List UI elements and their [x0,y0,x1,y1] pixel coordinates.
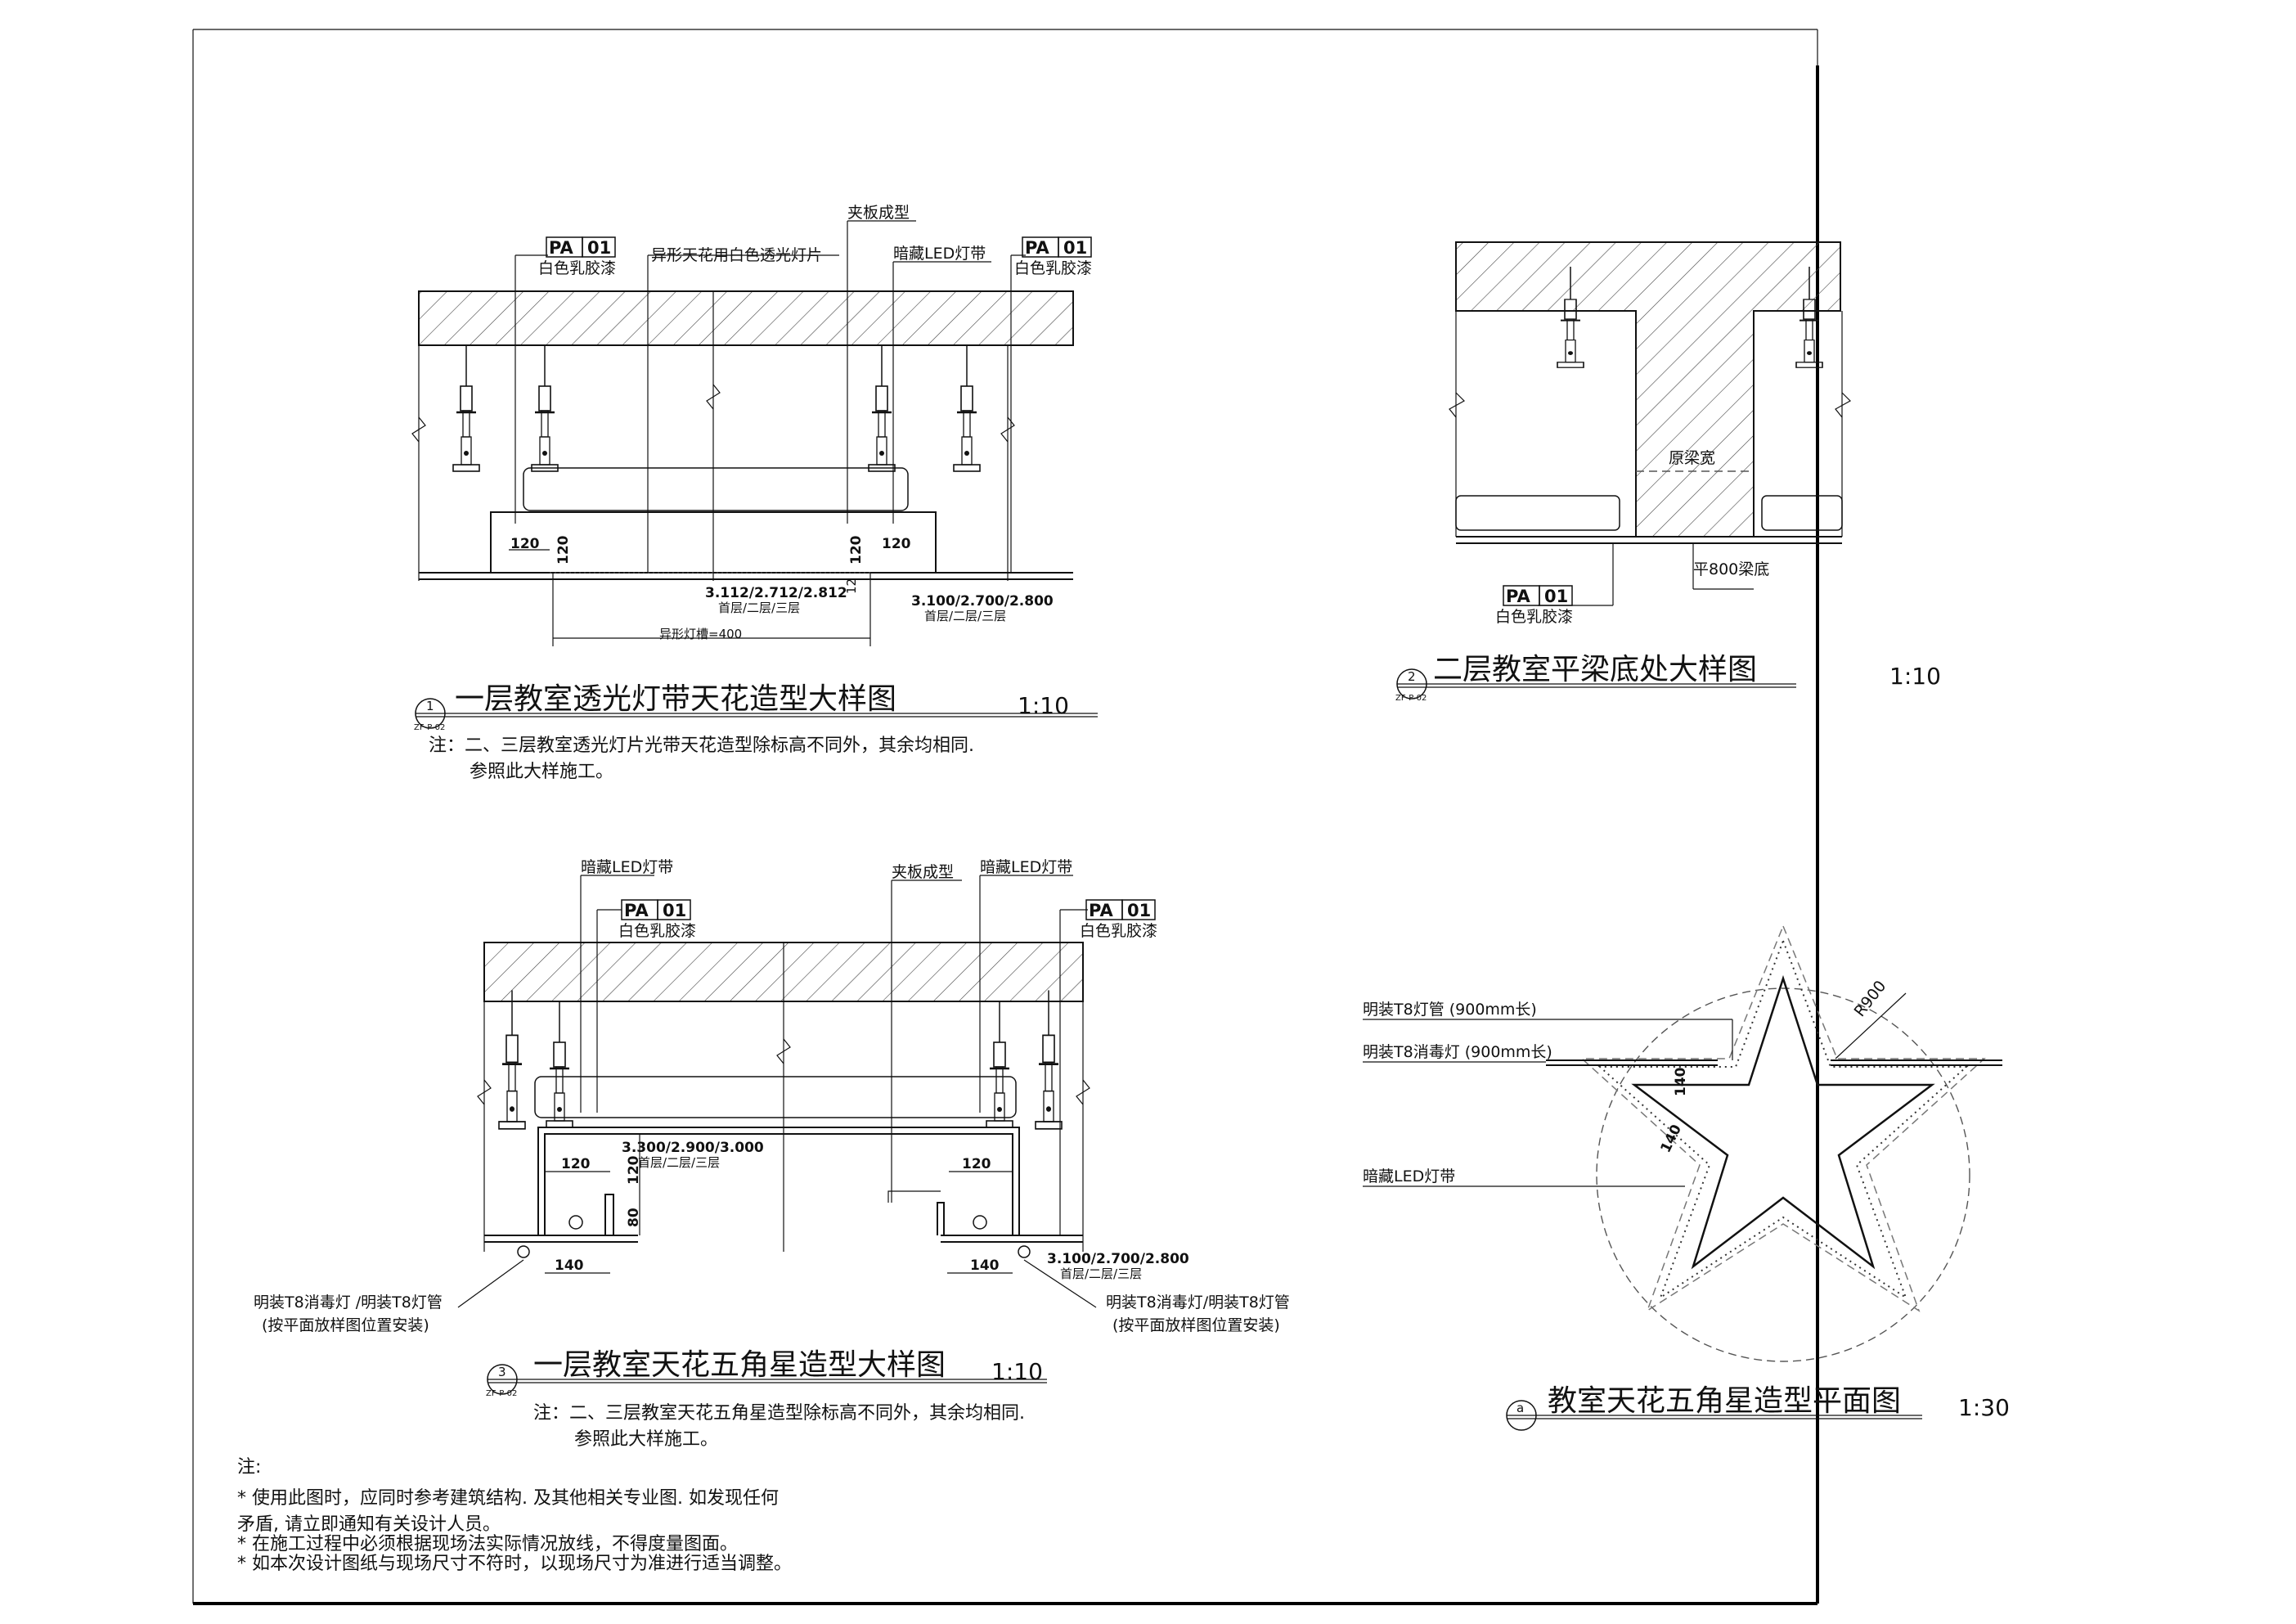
d3-badge-code: ZF-P-02 [486,1389,517,1398]
d1-elev-a: 3.112/2.712/2.812 [705,585,847,601]
d2-beam [1455,241,1841,538]
d3-tag-right-code: PA [1089,901,1113,920]
d1-badge-num: 1 [426,699,434,713]
d2-beam-width: 原梁宽 [1669,449,1715,467]
d2-scale: 1:10 [1889,663,1941,690]
d3-tag-left-desc: 白色乳胶漆 [618,922,696,940]
d3-label-led-right: 暗藏LED灯带 [980,858,1072,876]
d1-tag-right-desc: 白色乳胶漆 [1014,259,1092,277]
notes-item-4: * 如本次设计图纸与现场尺寸不符时，以现场尺寸为准进行适当调整。 [237,1554,792,1574]
d2-title: 二层教室平梁底处大样图 [1433,653,1757,686]
d3-dim-140-right: 140 [970,1257,1000,1274]
d3-tag-right-desc: 白色乳胶漆 [1080,922,1157,940]
d1-label-led: 暗藏LED灯带 [893,245,986,263]
d3-scale: 1:10 [991,1358,1043,1385]
d1-scale: 1:10 [1018,692,1069,719]
d3-elev-a: 3.300/2.900/3.000 [622,1140,764,1156]
d1-elev-a-floors: 首层/二层/三层 [718,601,800,615]
d3-elev-b: 3.100/2.700/2.800 [1047,1251,1189,1267]
d1-slot-dim: 异形灯槽=400 [659,627,742,641]
d4-star-led [1597,938,1969,1300]
d1-box-outline [490,511,937,573]
d1-tag-left-code: PA [549,238,573,258]
d3-dim-140-left: 140 [555,1257,584,1274]
d4-star-inner [1631,974,1935,1270]
d3-note-line2: 参照此大样施工。 [574,1429,718,1450]
d2-badge-num: 2 [1408,669,1416,684]
d4-label-t8-uv: 明装T8消毒灯 (900mm长) [1363,1043,1552,1061]
d3-label-led-left: 暗藏LED灯带 [581,858,673,876]
d4-badge-num: a [1516,1401,1524,1415]
d4-radius-circle [1596,987,1970,1362]
d1-tag-left-desc: 白色乳胶漆 [538,259,616,277]
notes-item-1: * 使用此图时，应同时参考建筑结构. 及其他相关专业图. 如发现任何 [237,1488,779,1509]
d3-lamp-note-left: (按平面放样图位置安装) [262,1316,429,1334]
d3-note-line1: 注：二、三层教室天花五角星造型除标高不同外，其余均相同. [533,1403,1025,1424]
d4-label-led: 暗藏LED灯带 [1363,1167,1455,1185]
detail-1-section: 异形灯槽=400 120 120 120 120 12 3.112/2.712/… [411,204,1098,782]
notes-item-2: 矛盾, 请立即通知有关设计人员。 [237,1514,501,1535]
d3-tag-right-num: 01 [1127,901,1151,920]
d1-dim-120-h: 120 [510,536,540,552]
d3-dim-80-v: 80 [626,1208,642,1227]
d3-label-plywood: 夹板成型 [892,863,954,881]
d1-tag-left-num: 01 [587,238,611,258]
notes-heading: 注: [237,1457,261,1478]
d2-tag-desc: 白色乳胶漆 [1495,608,1573,626]
d1-label-plywood: 夹板成型 [847,204,910,222]
d1-elev-b: 3.100/2.700/2.800 [911,593,1054,610]
d3-lamp-label-left: 明装T8消毒灯 /明装T8灯管 [254,1293,443,1311]
d4-title: 教室天花五角星造型平面图 [1548,1384,1901,1418]
d3-elev-b-floors: 首层/二层/三层 [1060,1266,1142,1281]
d3-dim-120-h: 120 [561,1156,591,1172]
d1-dim-12: 12 [844,578,859,594]
d3-lamp-label-right: 明装T8消毒灯/明装T8灯管 [1106,1293,1290,1311]
d1-led-box [523,467,909,511]
d3-elev-a-floors: 首层/二层/三层 [638,1155,720,1170]
d3-badge-num: 3 [498,1365,506,1379]
d1-concrete-slab [418,290,1074,346]
d1-dim-120-v: 120 [555,535,572,565]
d4-label-t8-tube: 明装T8灯管 (900mm长) [1363,1001,1537,1019]
d1-dim-120-v-right: 120 [848,535,865,565]
d1-note-line1: 注：二、三层教室透光灯片光带天花造型除标高不同外，其余均相同. [429,736,974,756]
d3-lamp-note-right: (按平面放样图位置安装) [1112,1316,1280,1334]
detail-3-section: 120 120 80 120 140 140 3.300/2.900/3.000… [254,858,1290,1450]
d2-tag-num: 01 [1544,587,1568,606]
general-notes: 注: * 使用此图时，应同时参考建筑结构. 及其他相关专业图. 如发现任何 矛盾… [237,1457,792,1574]
d4-star-outer [1580,924,1986,1312]
d1-tag-right-num: 01 [1063,238,1087,258]
d3-dim-120-h-right: 120 [962,1156,991,1172]
d1-note-line2: 参照此大样施工。 [470,762,613,782]
d4-dim-140-a: 140 [1673,1067,1689,1096]
d3-title: 一层教室天花五角星造型大样图 [533,1348,946,1382]
d3-tag-left-num: 01 [663,901,686,920]
d3-dim-120-v: 120 [626,1155,642,1185]
d1-badge-code: ZF-P-02 [414,723,445,732]
detail-2-section: 原梁宽 平800梁底 PA 01 白色乳胶漆 2 ZF-P-02 二层教室平梁底… [1395,241,1941,703]
notes-item-3: * 在施工过程中必须根据现场法实际情况放线，不得度量图面。 [237,1534,738,1554]
d2-beam-bottom: 平800梁底 [1693,560,1769,578]
d1-label-film: 异形天花用白色透光灯片 [651,246,822,264]
d1-title: 一层教室透光灯带天花造型大样图 [455,682,896,716]
d3-led-box [534,1076,1017,1118]
detail-4-star-plan: 明装T8灯管 (900mm长) 明装T8消毒灯 (900mm长) 暗藏LED灯带… [1363,924,2010,1431]
d2-badge-code: ZF-P-02 [1395,694,1427,703]
d1-tag-right-code: PA [1025,238,1049,258]
d1-dim-120-h-right: 120 [882,536,911,552]
d3-tag-left-code: PA [624,901,649,920]
d2-tag-code: PA [1506,587,1530,606]
d1-elev-b-floors: 首层/二层/三层 [924,609,1006,623]
d3-box-outline [537,1127,1020,1235]
d4-scale: 1:30 [1958,1394,2010,1421]
